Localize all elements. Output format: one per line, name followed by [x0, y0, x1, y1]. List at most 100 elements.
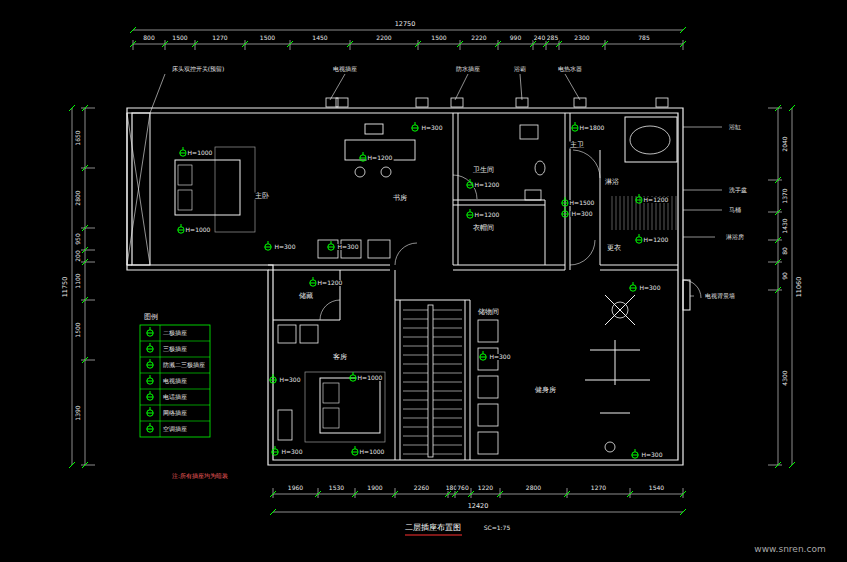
socket-bar	[360, 158, 366, 159]
dimension-tick	[556, 41, 562, 47]
mounting-height: H=1200	[474, 212, 501, 218]
stair-tread	[433, 427, 462, 428]
legend-text: 空调插座	[163, 426, 187, 432]
dimension-tick	[82, 357, 88, 363]
sofa	[318, 240, 338, 258]
interior-wall	[565, 113, 566, 270]
dimension-text: 950	[75, 232, 81, 245]
dimension-text: 1270	[590, 485, 607, 491]
socket-symbol	[572, 122, 578, 131]
stair-tread	[403, 382, 428, 383]
mounting-height: H=300	[274, 244, 297, 250]
desk	[365, 124, 383, 134]
desk-group	[345, 124, 415, 160]
socket-stem	[275, 446, 276, 449]
dimension-text: 1220	[477, 485, 494, 491]
dimension-tick	[270, 509, 276, 515]
socket-stem	[313, 277, 314, 280]
lounge-chair	[478, 376, 498, 398]
dimension-tick	[82, 165, 88, 171]
dimension-tick	[775, 209, 781, 215]
dimension-text: 2800	[525, 485, 542, 491]
stair-tread	[433, 337, 462, 338]
plan-label: 淋浴房	[725, 234, 745, 240]
socket-bar	[572, 128, 578, 129]
stair-tread	[433, 436, 462, 437]
gym-equipment	[600, 413, 630, 414]
leader-line	[565, 74, 580, 100]
stair-tread	[403, 418, 428, 419]
interior-wall	[570, 113, 571, 270]
sofa	[278, 325, 296, 343]
window-band-group	[127, 113, 150, 265]
socket-stem	[483, 351, 484, 354]
lounge-chair	[478, 432, 498, 454]
rug	[305, 372, 385, 442]
window	[336, 98, 348, 107]
interior-wall	[458, 113, 459, 265]
plan-label: 主卧	[254, 193, 270, 200]
mounting-height: H=1000	[359, 449, 386, 455]
socket-bar	[467, 215, 473, 216]
socket-stem	[575, 122, 576, 125]
socket-symbol	[328, 241, 334, 250]
dimension-line	[81, 168, 95, 169]
socket-bar	[352, 452, 358, 453]
gym-equipment	[605, 295, 635, 325]
stair-tread	[403, 346, 428, 347]
pillow	[178, 165, 192, 185]
plan-label: 更衣	[606, 245, 622, 252]
socket-circle	[467, 212, 473, 218]
socket-symbol	[147, 359, 153, 368]
socket-symbol	[178, 224, 184, 233]
socket-circle	[272, 449, 278, 455]
socket-circle	[467, 182, 473, 188]
stair-tread	[403, 319, 428, 320]
interior-wall	[600, 150, 601, 265]
plan-label: 电热水器	[557, 66, 583, 72]
interior-wall-group	[127, 113, 678, 460]
door-swing	[570, 240, 595, 265]
socket-bar	[147, 365, 153, 366]
dimension-text: 1390	[75, 404, 81, 421]
legend-grid	[140, 357, 210, 358]
dimension-tick	[680, 509, 686, 515]
socket-stem	[639, 194, 640, 197]
socket-bar	[412, 128, 418, 129]
interior-wall	[340, 270, 341, 320]
door-swing	[683, 280, 701, 298]
dimension-line	[778, 108, 779, 465]
dimension-tick	[680, 491, 686, 497]
socket-stem	[150, 423, 151, 426]
dimension-line	[81, 250, 95, 251]
door-swing	[395, 243, 417, 265]
exterior-wall-group	[127, 108, 683, 465]
dimension-tick	[192, 41, 198, 47]
drawing-title: 二层插座布置图	[404, 524, 462, 532]
door-swing	[573, 150, 600, 178]
stair-tread	[433, 355, 462, 356]
plan-label: 图例	[143, 314, 159, 321]
socket-symbol	[147, 375, 153, 384]
socket-circle	[270, 377, 276, 383]
dimension-tick	[69, 462, 75, 468]
socket-bar	[147, 413, 153, 414]
socket-stem	[355, 446, 356, 449]
bathtub-group	[625, 117, 677, 162]
socket-stem	[150, 343, 151, 346]
socket-symbol	[147, 407, 153, 416]
socket-symbol	[147, 327, 153, 336]
socket-symbol	[352, 446, 358, 455]
socket-stem	[470, 179, 471, 182]
dimension-text: 1540	[648, 485, 665, 491]
socket-symbol	[630, 282, 636, 291]
pillow	[178, 190, 192, 210]
bed-group	[175, 160, 380, 433]
dimension-text: 2260	[413, 485, 430, 491]
dimension-text: 285	[546, 35, 559, 41]
socket-bar	[147, 429, 153, 430]
plan-label: 客房	[332, 354, 348, 361]
dimension-text: 12420	[467, 503, 490, 510]
dimension-tick	[452, 491, 458, 497]
interior-wall	[268, 270, 390, 271]
